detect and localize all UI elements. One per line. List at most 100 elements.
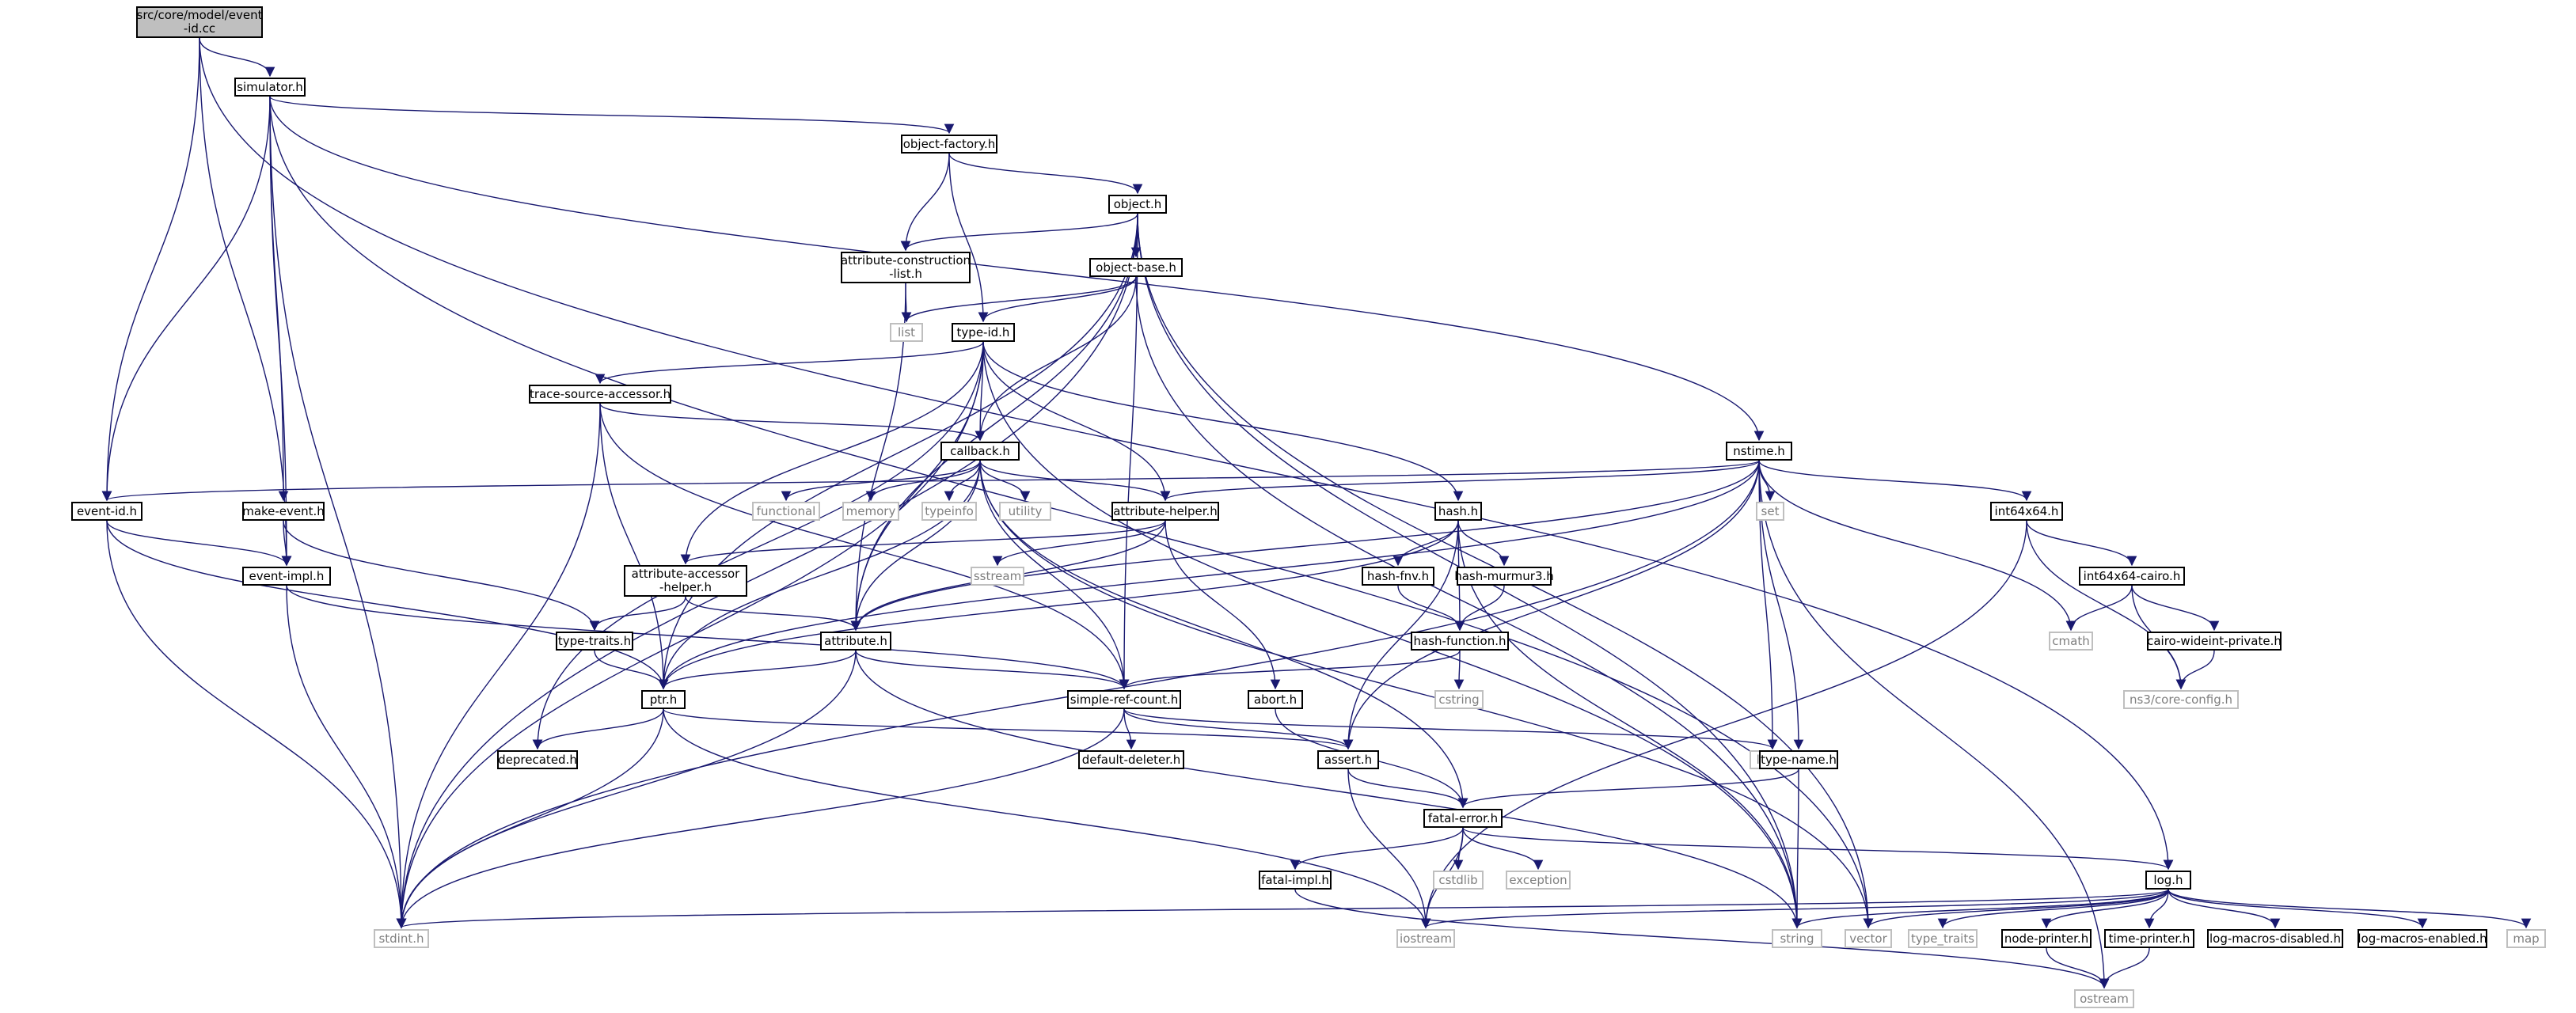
edge-callback-to-src [979, 460, 1130, 690]
node-log-macros-disabled-h[interactable]: log-macros-disabled.h [2207, 929, 2343, 948]
node-set: set [1756, 502, 1784, 521]
node-object-h[interactable]: object.h [1108, 195, 1167, 214]
node-time-printer-h[interactable]: time-printer.h [2104, 929, 2194, 948]
node-int64x64-h[interactable]: int64x64.h [1990, 502, 2063, 521]
node-ostream: ostream [2074, 989, 2134, 1008]
edge-fatalerr-to-log [1462, 827, 2173, 871]
node-memory: memory [842, 502, 899, 521]
edge-nstime-to-eventid [102, 460, 1760, 502]
node-make-event-h[interactable]: make-event.h [242, 502, 325, 521]
node-attribute-helper-h[interactable]: attribute-helper.h [1111, 502, 1219, 521]
node-stdint-h: stdint.h [374, 929, 429, 948]
node-cairo-wideint-private-h[interactable]: cairo-wideint-private.h [2147, 632, 2282, 651]
node-type-name-h[interactable]: type-name.h [1759, 750, 1838, 769]
node-fatal-impl-h[interactable]: fatal-impl.h [1259, 871, 1332, 890]
edge-attribute-to-src [855, 650, 1130, 690]
edge-callback-to-vector [979, 460, 1874, 929]
edge-eventid-to-eventimpl [106, 520, 292, 567]
edge-objfactory-to-attrconst [900, 153, 950, 252]
node-assert-h[interactable]: assert.h [1317, 750, 1379, 769]
edge-fatalerr-to-exception [1462, 827, 1544, 871]
edge-attracc-to-attribute [685, 596, 861, 632]
node-log-h[interactable]: log.h [2145, 871, 2191, 890]
edge-log-to-typetraits2 [1937, 889, 2169, 929]
node-default-deleter-h[interactable]: default-deleter.h [1078, 750, 1184, 769]
edge-attribute-to-string [855, 650, 1803, 929]
edge-tsa-to-stdint [396, 403, 601, 929]
edge-src-to-defdel [1123, 708, 1137, 750]
node-ptr-h[interactable]: ptr.h [641, 690, 686, 709]
node-iostream: iostream [1396, 929, 1455, 948]
node-int64x64-cairo-h[interactable]: int64x64-cairo.h [2079, 567, 2185, 586]
edge-simulator-to-stdint [269, 96, 407, 929]
node-attribute-accessor-helper-h[interactable]: attribute-accessor -helper.h [624, 565, 747, 597]
edge-log-to-iostream [1421, 889, 2169, 929]
node-fatal-error-h[interactable]: fatal-error.h [1423, 809, 1503, 828]
edge-callback-to-fatalerr [979, 460, 1468, 809]
edge-simulator-to-objfactory [269, 96, 954, 135]
edge-timeprinter-to-ostream [2099, 947, 2150, 989]
node-deprecated-h[interactable]: deprecated.h [497, 750, 578, 769]
edge-assert-to-fatalerr [1347, 768, 1468, 809]
edge-object-to-stdint [396, 213, 1138, 929]
node-log-macros-enabled-h[interactable]: log-macros-enabled.h [2358, 929, 2487, 948]
node-simple-ref-count-h[interactable]: simple-ref-count.h [1067, 690, 1181, 709]
edge-fatalerr-to-fatalimpl [1290, 827, 1464, 871]
node-attribute-h[interactable]: attribute.h [820, 632, 891, 651]
node-nstime-h[interactable]: nstime.h [1726, 442, 1792, 461]
edge-eventimpl-to-stdint [286, 585, 407, 929]
node-vector: vector [1845, 929, 1892, 948]
edge-tsa-to-callback [599, 403, 986, 442]
edge-root-to-eventimpl [199, 37, 292, 567]
node-callback-h[interactable]: callback.h [940, 442, 1020, 461]
edge-log-to-vector [1863, 889, 2169, 929]
edge-int64x64-to-int64cairo [2026, 520, 2137, 567]
edge-hashfunc-to-src [1119, 650, 1461, 690]
edge-attrconst-to-attribute [850, 283, 906, 632]
edge-assert-to-iostream [1347, 768, 1431, 929]
edge-objbase-to-typeid [978, 276, 1137, 323]
edge-typename-to-fatalerr [1457, 768, 1799, 809]
edge-nstime-to-ptr [658, 460, 1760, 690]
dependency-edges [101, 37, 2532, 989]
edge-eventimpl-to-src [286, 585, 1130, 690]
edge-log-to-logdis [2168, 889, 2281, 929]
edge-root-to-eventid [101, 37, 200, 502]
edge-log-to-string [1791, 889, 2169, 929]
node-attribute-construction-list-h[interactable]: attribute-construction -list.h [841, 252, 971, 283]
node-type-id-h[interactable]: type-id.h [952, 323, 1015, 342]
edge-hash-to-hashmurmur [1457, 520, 1510, 567]
node-type-traits-std: type_traits [1908, 929, 1978, 948]
node-cstring: cstring [1434, 690, 1484, 709]
edge-simulator-to-eventimpl [269, 96, 292, 567]
edge-nstime-to-int64x64 [1758, 460, 2032, 502]
node-hash-murmur3-h[interactable]: hash-murmur3.h [1454, 567, 1554, 586]
edge-hashmurmur-to-hashfunc [1454, 585, 1505, 632]
edge-src-to-limits [1123, 708, 1777, 750]
edge-log-to-stdint [397, 889, 2169, 929]
edge-nstime-to-attrhelper [1161, 460, 1760, 502]
edge-log-to-logen [2168, 889, 2428, 929]
edge-int64cairo-to-cairowide [2131, 585, 2220, 632]
edge-object-to-attrconst [900, 213, 1138, 252]
node-list: list [890, 323, 923, 342]
node-event-id-h[interactable]: event-id.h [71, 502, 142, 521]
node-simulator-h[interactable]: simulator.h [234, 78, 306, 97]
node-node-printer-h[interactable]: node-printer.h [2001, 929, 2092, 948]
edge-root-to-log [199, 37, 2174, 871]
node-type-traits-h[interactable]: type-traits.h [556, 632, 633, 651]
edge-callback-to-attribute [850, 460, 981, 632]
edge-tsa-to-ptr [599, 403, 669, 690]
node-object-base-h[interactable]: object-base.h [1089, 258, 1183, 277]
edge-eventid-to-ptr [106, 520, 669, 690]
node-trace-source-accessor-h[interactable]: trace-source-accessor.h [529, 385, 671, 404]
edge-typeid-to-tsa [595, 341, 984, 385]
node-hash-fnv-h[interactable]: hash-fnv.h [1362, 567, 1434, 586]
edge-ptr-to-stdint [396, 708, 664, 929]
node-hash-h[interactable]: hash.h [1434, 502, 1482, 521]
node-abort-h[interactable]: abort.h [1248, 690, 1303, 709]
node-hash-function-h[interactable]: hash-function.h [1411, 632, 1509, 651]
node-object-factory-h[interactable]: object-factory.h [901, 135, 997, 154]
edge-int64cairo-to-cmath [2065, 585, 2133, 632]
node-event-impl-h[interactable]: event-impl.h [242, 567, 331, 586]
